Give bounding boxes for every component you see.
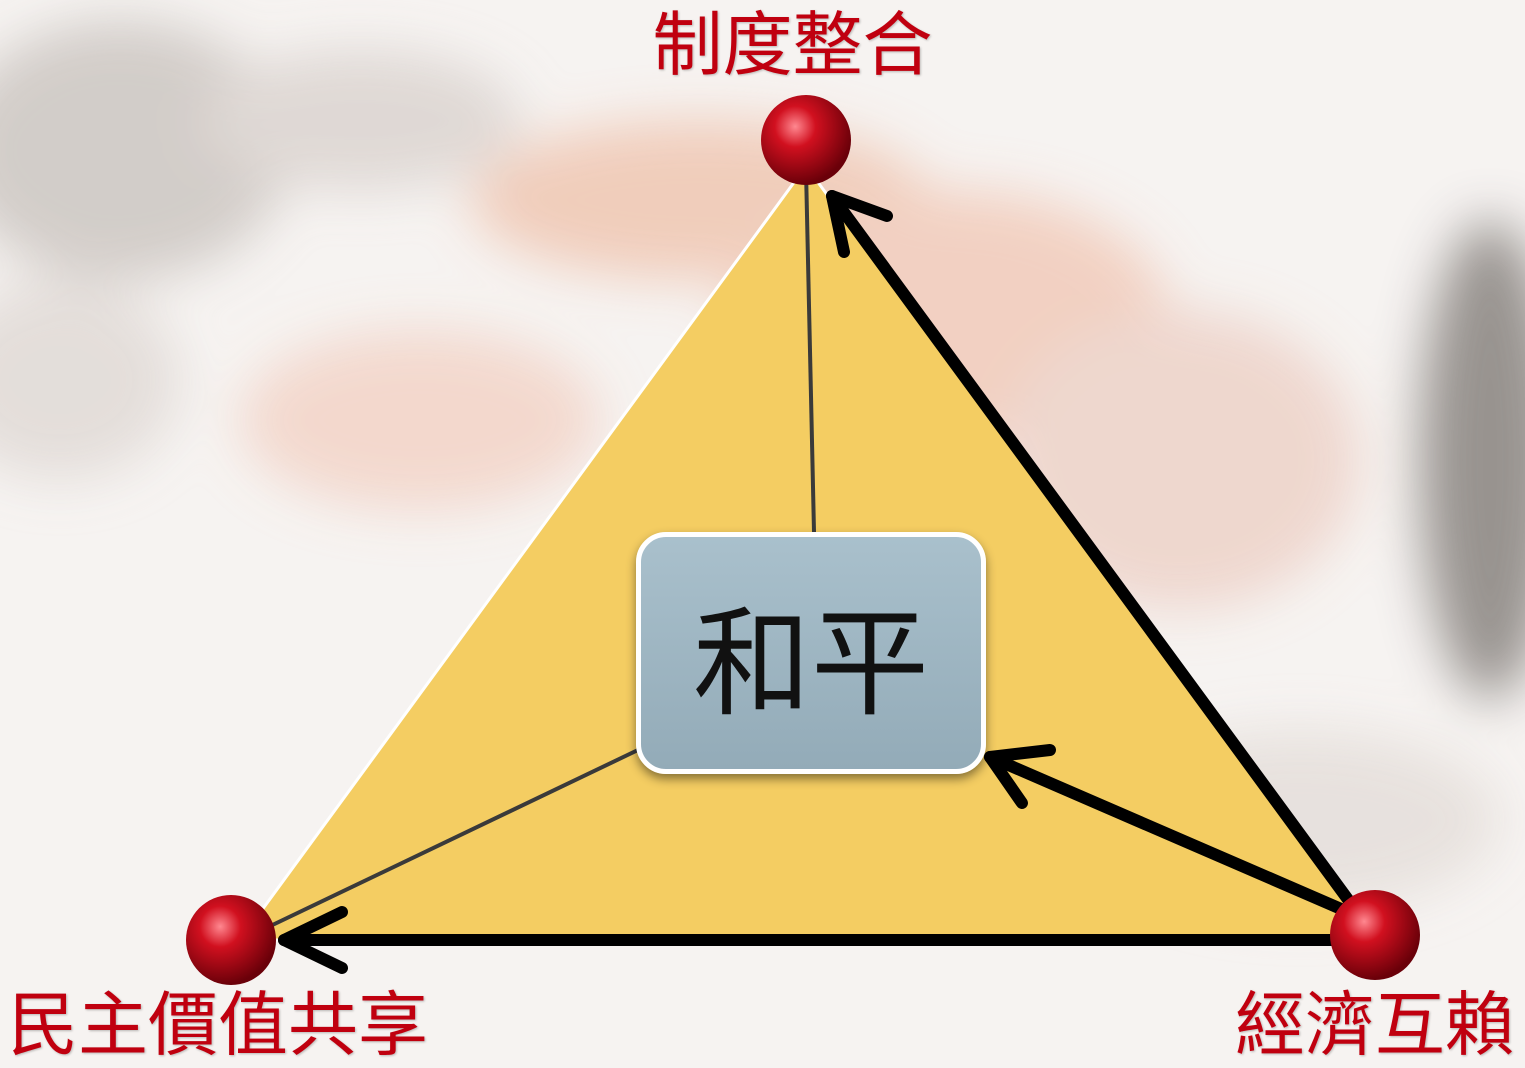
label-institutional-integration: 制度整合 — [652, 4, 933, 86]
peace-label: 和平 — [692, 594, 929, 733]
label-shared-democratic-values: 民主價值共享 — [8, 984, 428, 1066]
connector-left-to-center — [261, 748, 639, 932]
arrow-head — [984, 744, 1056, 809]
red-sphere-node — [186, 895, 276, 985]
arrow-head — [278, 906, 348, 974]
arrow-right-to-center — [984, 751, 1361, 921]
connector-top-to-center — [804, 169, 816, 533]
arrow-head — [826, 190, 893, 258]
red-sphere-node — [761, 95, 851, 185]
peace-box: 和平 — [636, 532, 986, 774]
red-sphere-node — [1330, 890, 1420, 980]
label-economic-interdependence: 經濟互賴 — [1235, 984, 1515, 1066]
arrow-right-to-top — [826, 190, 1369, 926]
